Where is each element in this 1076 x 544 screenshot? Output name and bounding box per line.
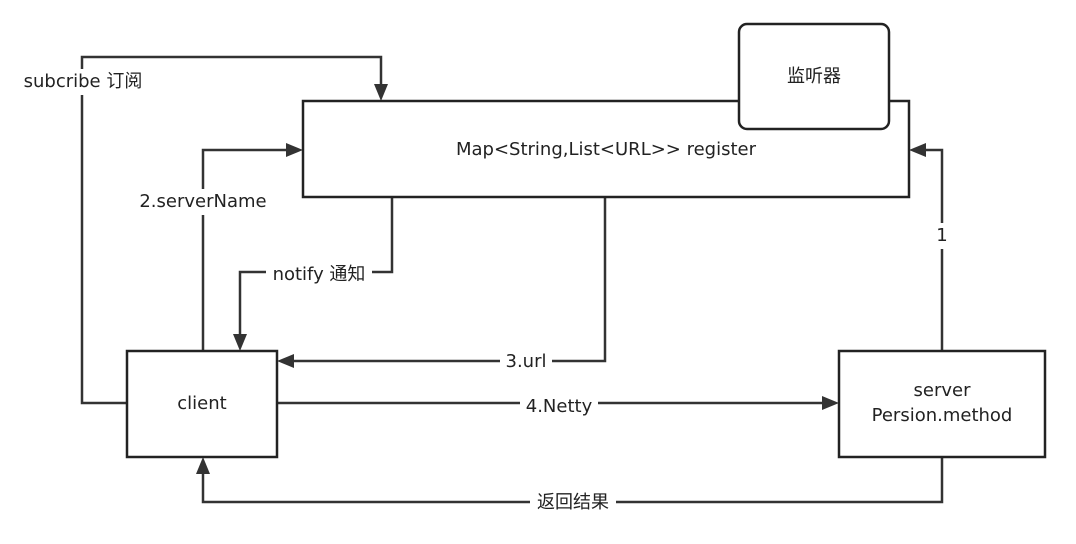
arrowhead-register (909, 143, 926, 157)
subscribe-label-bg (18, 69, 150, 95)
registry-label: Map<String,List<URL>> register (456, 139, 757, 160)
notify-label: notify 通知 (273, 264, 366, 285)
result-label-bg (530, 489, 616, 515)
arrowhead-subscribe (374, 84, 388, 101)
arrowhead-url (277, 354, 294, 368)
client-label: client (177, 393, 226, 414)
url-label-bg (500, 348, 552, 374)
client-box (125, 349, 279, 459)
server-name-label-bg (135, 189, 271, 215)
subscribe-label: subcribe 订阅 (24, 71, 143, 92)
arrowhead-result (196, 457, 210, 474)
server-label-line2: Persion.method (872, 405, 1013, 426)
server-label-line1: server (914, 380, 972, 401)
arrowhead-netty (822, 396, 839, 410)
register-label: 1 (936, 225, 947, 246)
server-name-label: 2.serverName (139, 191, 266, 212)
notify-label-bg (266, 262, 372, 288)
arrowhead-notify (233, 334, 247, 351)
netty-label: 4.Netty (526, 396, 593, 417)
listener-box (737, 22, 891, 131)
edge-subscribe (80, 55, 383, 405)
server-box (837, 349, 1047, 459)
netty-label-bg (520, 394, 598, 418)
listener-label: 监听器 (787, 66, 841, 87)
url-label: 3.url (506, 351, 547, 372)
edge-server-name (201, 148, 286, 351)
arrowhead-server-name (286, 143, 303, 157)
edge-url (294, 197, 607, 363)
register-label-bg (933, 223, 951, 249)
edge-register (926, 148, 944, 351)
result-label: 返回结果 (537, 492, 609, 513)
